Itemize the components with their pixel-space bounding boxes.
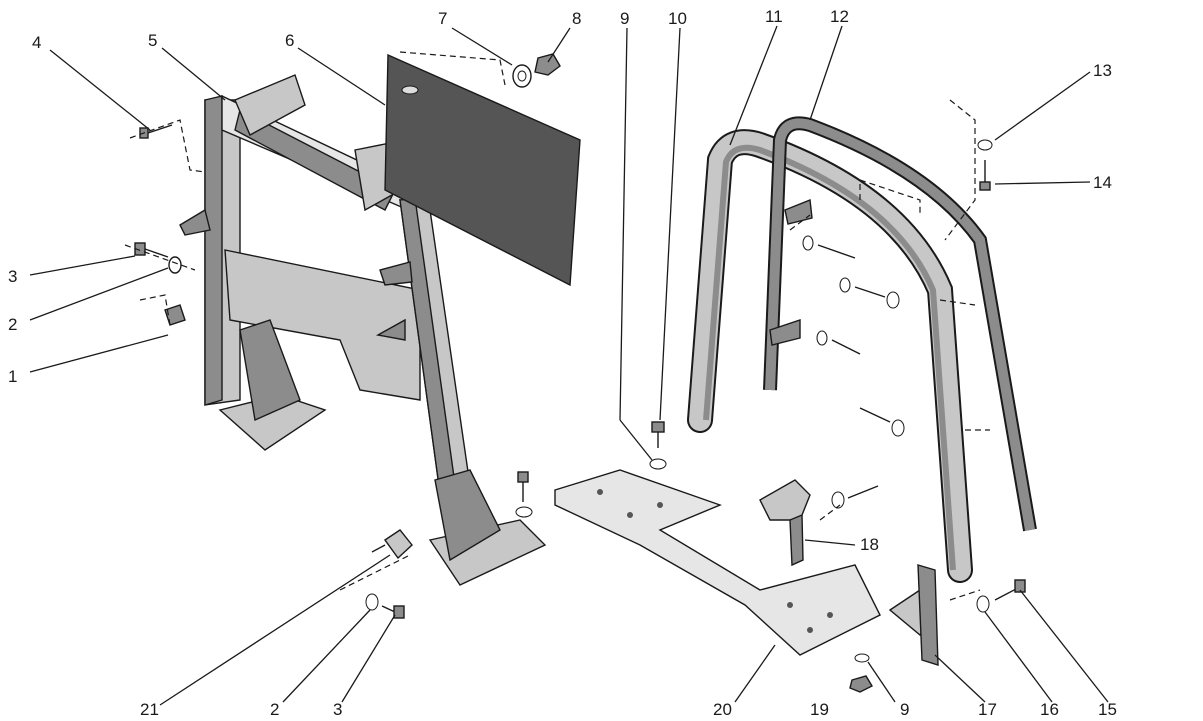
callout-1: 1 xyxy=(8,367,17,386)
callout-7: 7 xyxy=(438,9,447,28)
callout-21: 21 xyxy=(140,700,159,719)
frame-assembly xyxy=(179,74,547,586)
roll-bar-rear xyxy=(763,116,1037,532)
bolt-row-4-icon xyxy=(859,407,905,437)
roll-bar-front xyxy=(687,129,973,583)
bolt-14-icon xyxy=(979,160,991,191)
washer-7-icon xyxy=(512,64,532,88)
callout-labels: 4 5 6 7 8 9 10 11 12 13 14 3 2 1 18 21 2… xyxy=(8,7,1117,719)
bolt-row-2-icon xyxy=(839,277,900,309)
callout-15: 15 xyxy=(1098,700,1117,719)
bolt-3-left-icon xyxy=(134,242,182,274)
callout-13: 13 xyxy=(1093,61,1112,80)
bracket-17 xyxy=(888,564,939,666)
callout-3-bottom: 3 xyxy=(333,700,342,719)
callout-3-left: 3 xyxy=(8,267,17,286)
callout-8: 8 xyxy=(572,9,581,28)
callout-17: 17 xyxy=(978,700,997,719)
washer-9-bottom-icon xyxy=(854,653,870,663)
callout-10: 10 xyxy=(668,9,687,28)
callout-2-bottom: 2 xyxy=(270,700,279,719)
fasteners xyxy=(134,53,1026,693)
fitting-21-icon xyxy=(371,529,413,560)
callout-6: 6 xyxy=(285,31,294,50)
callout-11: 11 xyxy=(765,7,783,26)
bolt-10-icon xyxy=(649,421,667,470)
callout-16: 16 xyxy=(1040,700,1059,719)
nut-8-icon xyxy=(534,53,561,76)
plate-bolt-icon xyxy=(515,471,533,518)
assembly-guides xyxy=(124,51,990,601)
leader-lines xyxy=(29,25,1109,706)
base-plate xyxy=(554,469,881,656)
callout-20: 20 xyxy=(713,700,732,719)
bracket-18-bolt-icon xyxy=(831,485,879,509)
tab-1-icon xyxy=(164,304,186,326)
bolt-row-1-icon xyxy=(802,235,856,259)
callout-5: 5 xyxy=(148,31,157,50)
callout-19: 19 xyxy=(810,700,829,719)
callout-2-left: 2 xyxy=(8,315,17,334)
rear-panel xyxy=(384,53,581,287)
bolt-3-bottom-icon xyxy=(381,605,405,619)
nut-19-icon xyxy=(849,675,873,693)
washer-2-bottom-icon xyxy=(365,593,379,611)
callout-9-top: 9 xyxy=(620,9,629,28)
bolt-15-icon xyxy=(994,579,1026,601)
washer-16-icon xyxy=(976,595,990,613)
callout-18: 18 xyxy=(860,535,879,554)
callout-14: 14 xyxy=(1093,173,1112,192)
bolt-4-icon xyxy=(139,124,173,139)
callout-9-bottom: 9 xyxy=(900,700,909,719)
callout-4: 4 xyxy=(32,33,41,52)
callout-12: 12 xyxy=(830,7,849,26)
washer-13-icon xyxy=(977,139,993,151)
bolt-row-3-icon xyxy=(816,330,861,355)
bracket-18 xyxy=(759,479,811,567)
